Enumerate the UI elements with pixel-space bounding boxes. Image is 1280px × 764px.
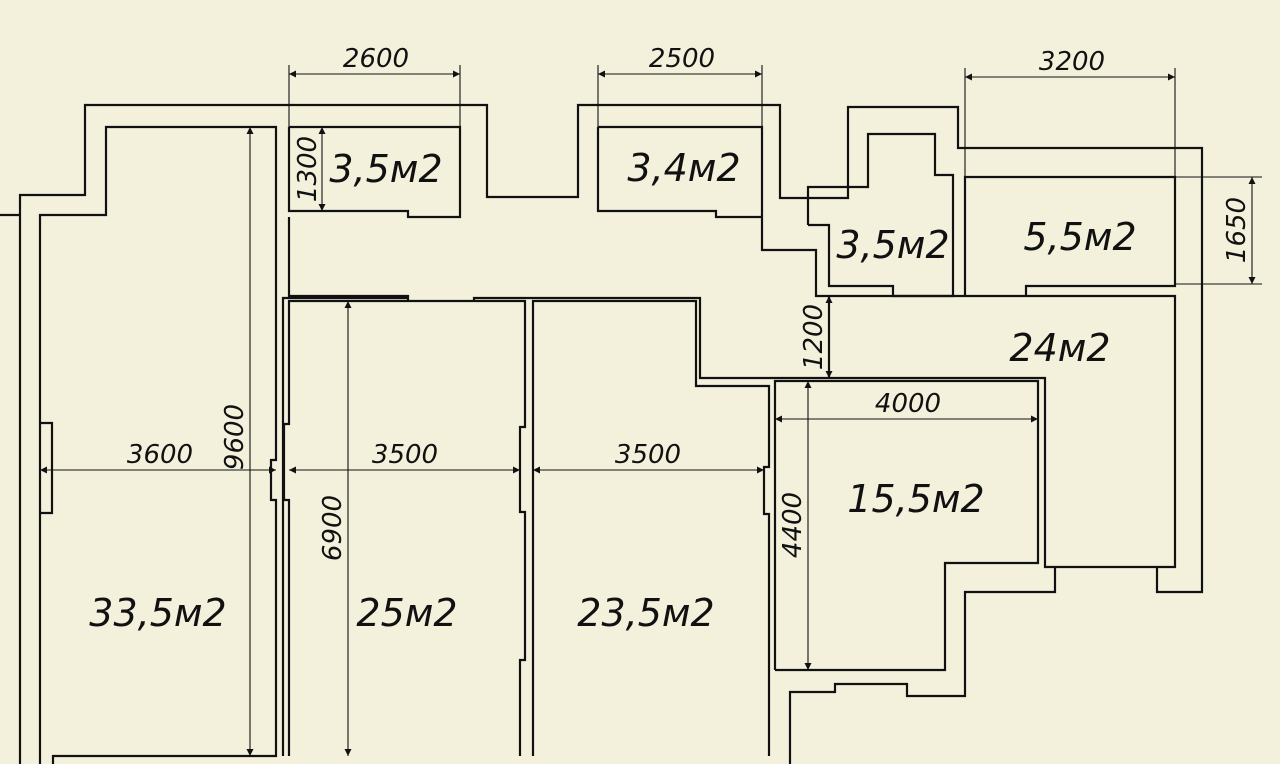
dim-3500-right-label: 3500: [615, 440, 681, 470]
dim-1300-label: 1300: [293, 136, 323, 202]
room-area-3-left: 3,5м2: [329, 147, 442, 191]
dim-9600-label: 9600: [220, 404, 250, 470]
room-15-wall: [773, 379, 1040, 672]
room-area-33: 33,5м2: [89, 591, 226, 635]
closet-mid-bottom: [596, 127, 762, 219]
dim-4400-label: 4400: [778, 492, 808, 558]
room-area-23: 23,5м2: [577, 591, 714, 635]
room-25-wall: [281, 296, 408, 756]
dim-3600-label: 3600: [127, 440, 193, 470]
closet-right-wall: [806, 132, 955, 298]
closet-mid-wall: [598, 125, 829, 298]
room-5-wall: [963, 175, 1177, 296]
room-33-door-niche: [40, 421, 54, 515]
room-23-wall: [531, 299, 771, 756]
room-area-25: 25м2: [356, 591, 457, 635]
dimension-lines: [40, 65, 1262, 756]
room-15-outer: [788, 567, 1057, 764]
room-33-wall: [38, 125, 278, 764]
room-area-3-mid: 3,4м2: [627, 146, 740, 190]
dim-2600-label: 2600: [343, 44, 409, 74]
dim-1200-label: 1200: [799, 304, 829, 370]
outer-wall: [18, 103, 1204, 764]
dim-3500-left-label: 3500: [372, 440, 438, 470]
room-area-15: 15,5м2: [847, 477, 984, 521]
dim-2500-label: 2500: [649, 44, 715, 74]
corridor-top-wall: [287, 217, 410, 301]
walls: [0, 103, 1204, 764]
room-25-inner: [282, 299, 527, 756]
dim-3200-label: 3200: [1039, 47, 1105, 77]
room-area-24: 24м2: [1009, 326, 1110, 370]
dimension-labels: 2600 2500 3200 1300 1650 1200 4000 4400 …: [127, 44, 1252, 561]
room-24-wall: [472, 294, 1177, 569]
room-area-3-right: 3,5м2: [836, 223, 949, 267]
room-area-labels: 33,5м2 25м2 23,5м2 15,5м2 24м2 5,5м2 3,5…: [89, 146, 1136, 635]
dim-1650-label: 1650: [1222, 197, 1252, 263]
dim-4000-label: 4000: [875, 389, 941, 419]
dim-6900-label: 6900: [318, 495, 348, 561]
room-area-5: 5,5м2: [1023, 215, 1136, 259]
